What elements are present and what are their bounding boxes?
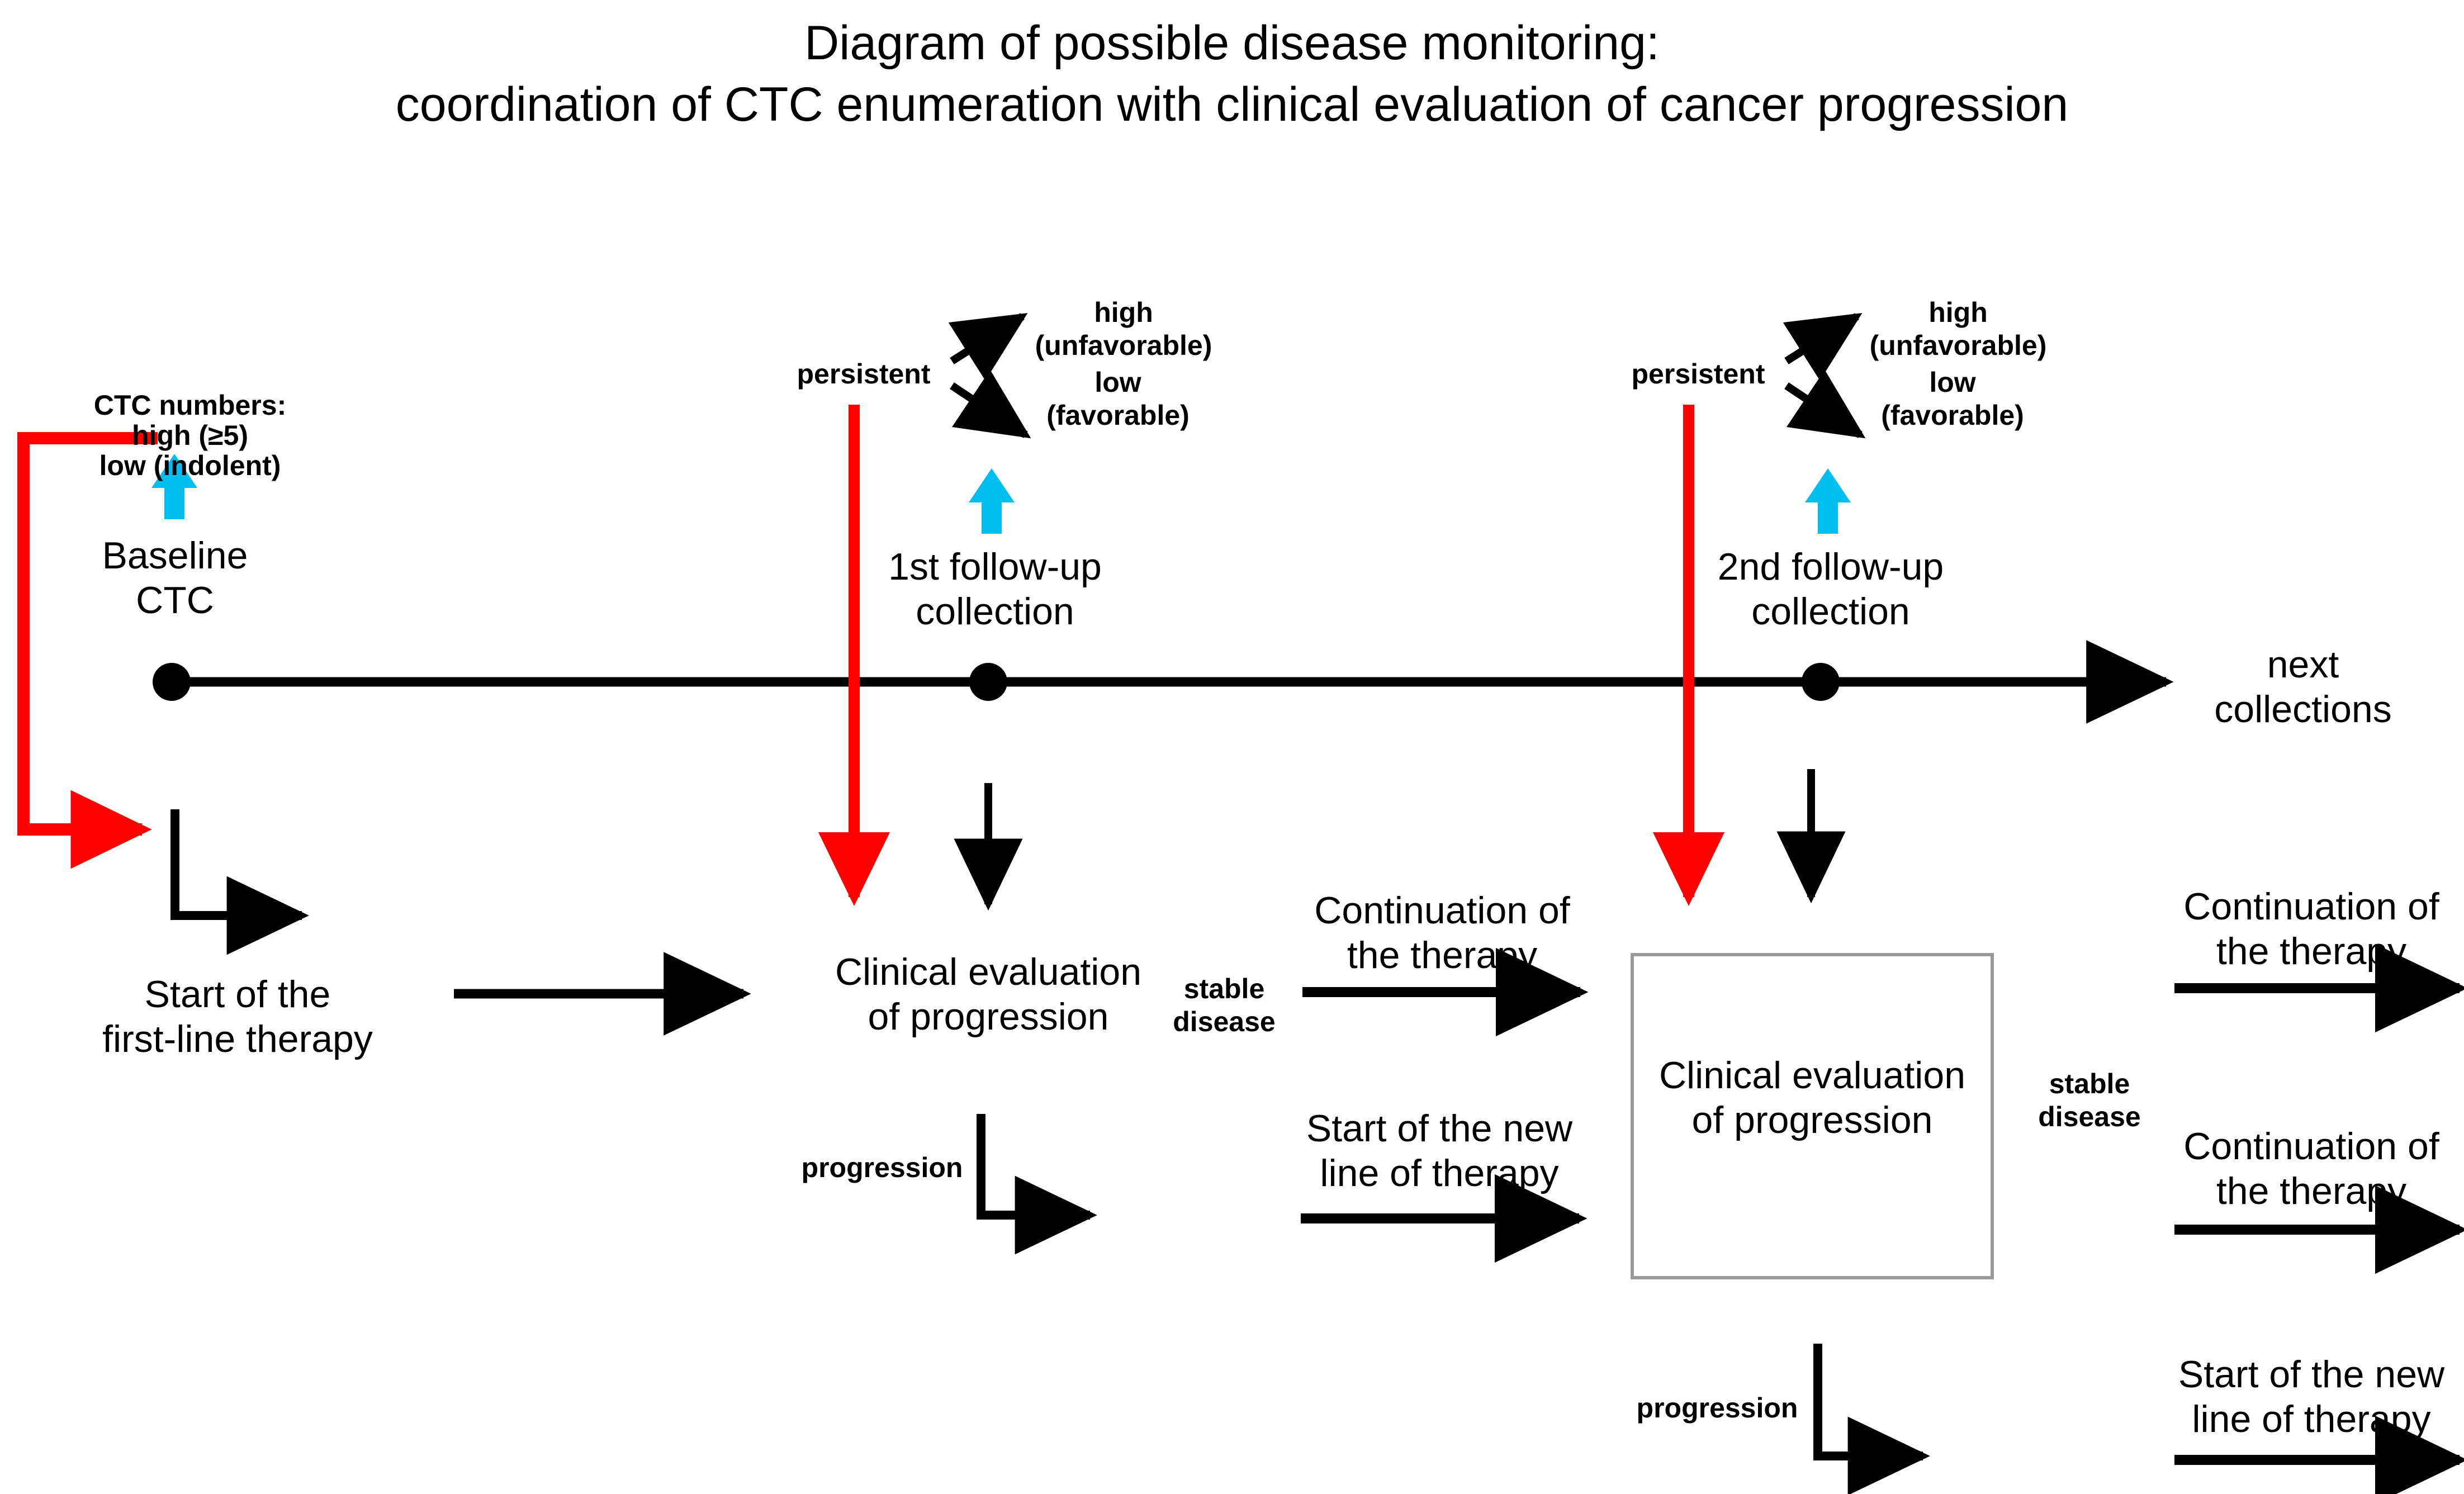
followup1-persistent-label: persistent [797,358,931,390]
followup1-branch-low-label: low(favorable) [1046,366,1190,431]
up-arrow-icon-followup2 [1805,468,1851,534]
timeline-drop-arrows [954,769,1846,911]
followup1-collection-line1: 1st follow-up [888,546,1102,588]
timeline-marker-followup2 [1802,663,1840,701]
eval2-continuation-top-line2: the therapy [2216,929,2407,973]
followup1-branch-low-line1: low [1094,367,1141,398]
eval2-box [1631,953,1994,1279]
baseline-ctc-label-line1: Baseline [102,534,248,577]
eval1-line1: Clinical evaluation [835,951,1142,993]
followup2-persistent-label: persistent [1631,358,1765,390]
diagram-title-line1: Diagram of possible disease monitoring: [804,16,1660,70]
followup1-branch-high-line1: high [1094,297,1153,328]
ctc-numbers-label: CTC numbers: [93,390,287,421]
next-collections-line1: next [2267,643,2339,686]
elbow-eval2-progression [1813,1344,1930,1494]
timeline-markers [153,663,1840,701]
eval2-stable-line1: stable [2049,1068,2130,1099]
followup1-branch-low-line2: (favorable) [1046,399,1190,431]
eval1-new-line-line2: line of therapy [1320,1151,1559,1194]
persistent-branch-arrows-followup1 [948,312,1031,439]
eval1-progression-label: progression [801,1152,963,1183]
eval2-stable-line2: disease [2038,1101,2141,1132]
start-first-line-therapy-line1: Start of the [144,973,331,1016]
baseline-ctc-label-line2: CTC [136,578,214,622]
eval1-stable-line2: disease [1173,1006,1276,1037]
elbow-eval1-progression [977,1114,1097,1255]
followup1-branch-high-label: high(unfavorable) [1035,296,1212,362]
diagram-title: Diagram of possible disease monitoring: c… [0,12,2464,135]
eval2-line1: Clinical evaluation [1659,1054,1966,1097]
eval2-continuation-bottom-line2: the therapy [2216,1169,2407,1212]
timeline-marker-followup1 [969,663,1007,701]
followup2-branch-low-line1: low [1929,367,1976,398]
eval2-progression-label: progression [1636,1392,1798,1424]
eval2-line2: of progression [1691,1098,1933,1141]
eval2-new-line-line1: Start of the new [2178,1353,2445,1396]
followup1-collection-line2: collection [916,590,1074,633]
start-first-line-therapy-line2: first-line therapy [102,1017,373,1060]
persistent-branch-arrows-followup2 [1783,312,1866,439]
eval1-stable-line1: stable [1183,973,1265,1004]
cyan-collection-arrows [151,454,1851,534]
followup2-branch-low-label: low(favorable) [1881,366,2024,431]
timeline-marker-baseline [153,663,191,701]
followup2-collection-line2: collection [1751,590,1910,633]
up-arrow-icon-followup1 [969,468,1015,534]
followup2-branch-high-label: high(unfavorable) [1870,296,2047,362]
ctc-high-label: high (≥5) [132,420,248,451]
up-arrow-icon-baseline [151,454,197,519]
followup2-branch-low-line2: (favorable) [1881,399,2024,431]
eval2-continuation-top-line1: Continuation of [2183,885,2439,928]
eval1-continuation-line1: Continuation of [1314,889,1570,932]
eval2-new-line-line2: line of therapy [2192,1397,2431,1440]
followup2-collection-line1: 2nd follow-up [1717,546,1944,588]
diagram-title-line2: coordination of CTC enumeration with cli… [395,78,2069,132]
eval2-continuation-bottom-line1: Continuation of [2183,1125,2439,1168]
eval1-line2: of progression [868,995,1109,1038]
ctc-low-label: low (indolent) [99,450,281,481]
eval1-continuation-line2: the therapy [1347,933,1538,976]
followup2-branch-high-line1: high [1928,297,1988,328]
red-persistent-arrows [818,405,1724,906]
eval1-new-line-line1: Start of the new [1306,1107,1573,1150]
red-feedback-loop [17,432,158,869]
followup1-branch-high-line2: (unfavorable) [1035,329,1212,361]
elbow-start-first-line-therapy [170,809,309,955]
next-collections-line2: collections [2214,687,2392,731]
followup2-branch-high-line2: (unfavorable) [1869,329,2047,361]
